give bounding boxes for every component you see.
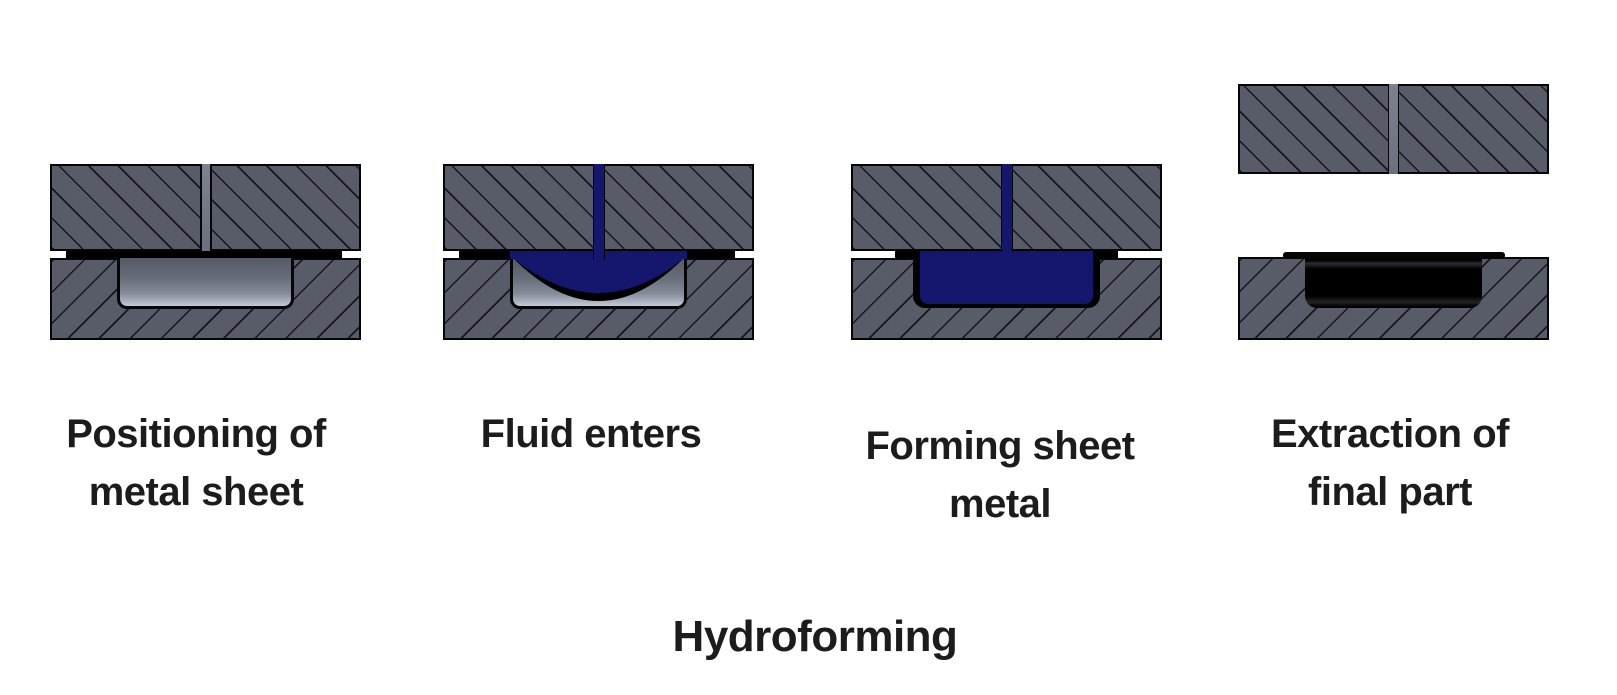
bulging-sheet-and-fluid xyxy=(513,258,684,301)
label-line: Forming sheet xyxy=(865,424,1135,468)
fluid-inlet-channel xyxy=(200,164,212,251)
label-line: Extraction of xyxy=(1271,412,1509,456)
stage-extraction-of-final-part xyxy=(1238,84,1549,340)
fluid-inlet-channel xyxy=(593,164,605,260)
label-line: metal sheet xyxy=(88,470,304,514)
final-part xyxy=(1305,258,1482,308)
diagram-title: Hydroforming xyxy=(672,612,958,661)
label-line: Positioning of xyxy=(66,412,326,456)
label-line: metal xyxy=(949,482,1052,526)
label-line: Fluid enters xyxy=(480,412,702,456)
label-fluid-enters: Fluid enters xyxy=(411,405,771,463)
stage-positioning-of-metal-sheet xyxy=(50,164,361,340)
final-part-flange xyxy=(1283,252,1505,259)
pressurized-fluid xyxy=(920,251,1093,304)
die-cavity xyxy=(117,258,294,309)
label-forming-sheet-metal: Forming sheet metal xyxy=(820,417,1180,533)
fluid-pocket xyxy=(513,258,684,293)
label-line: final part xyxy=(1308,470,1472,514)
label-positioning-of-metal-sheet: Positioning of metal sheet xyxy=(16,405,376,521)
stage-fluid-enters xyxy=(443,164,754,340)
fluid-inlet-channel xyxy=(1388,84,1399,174)
metal-sheet-flange-right xyxy=(1092,251,1118,258)
stage-forming-sheet-metal xyxy=(851,164,1162,340)
metal-sheet xyxy=(66,251,342,258)
label-extraction-of-final-part: Extraction of final part xyxy=(1210,405,1570,521)
fluid-inlet-channel xyxy=(1001,164,1013,252)
metal-sheet-flange-left xyxy=(895,251,921,258)
